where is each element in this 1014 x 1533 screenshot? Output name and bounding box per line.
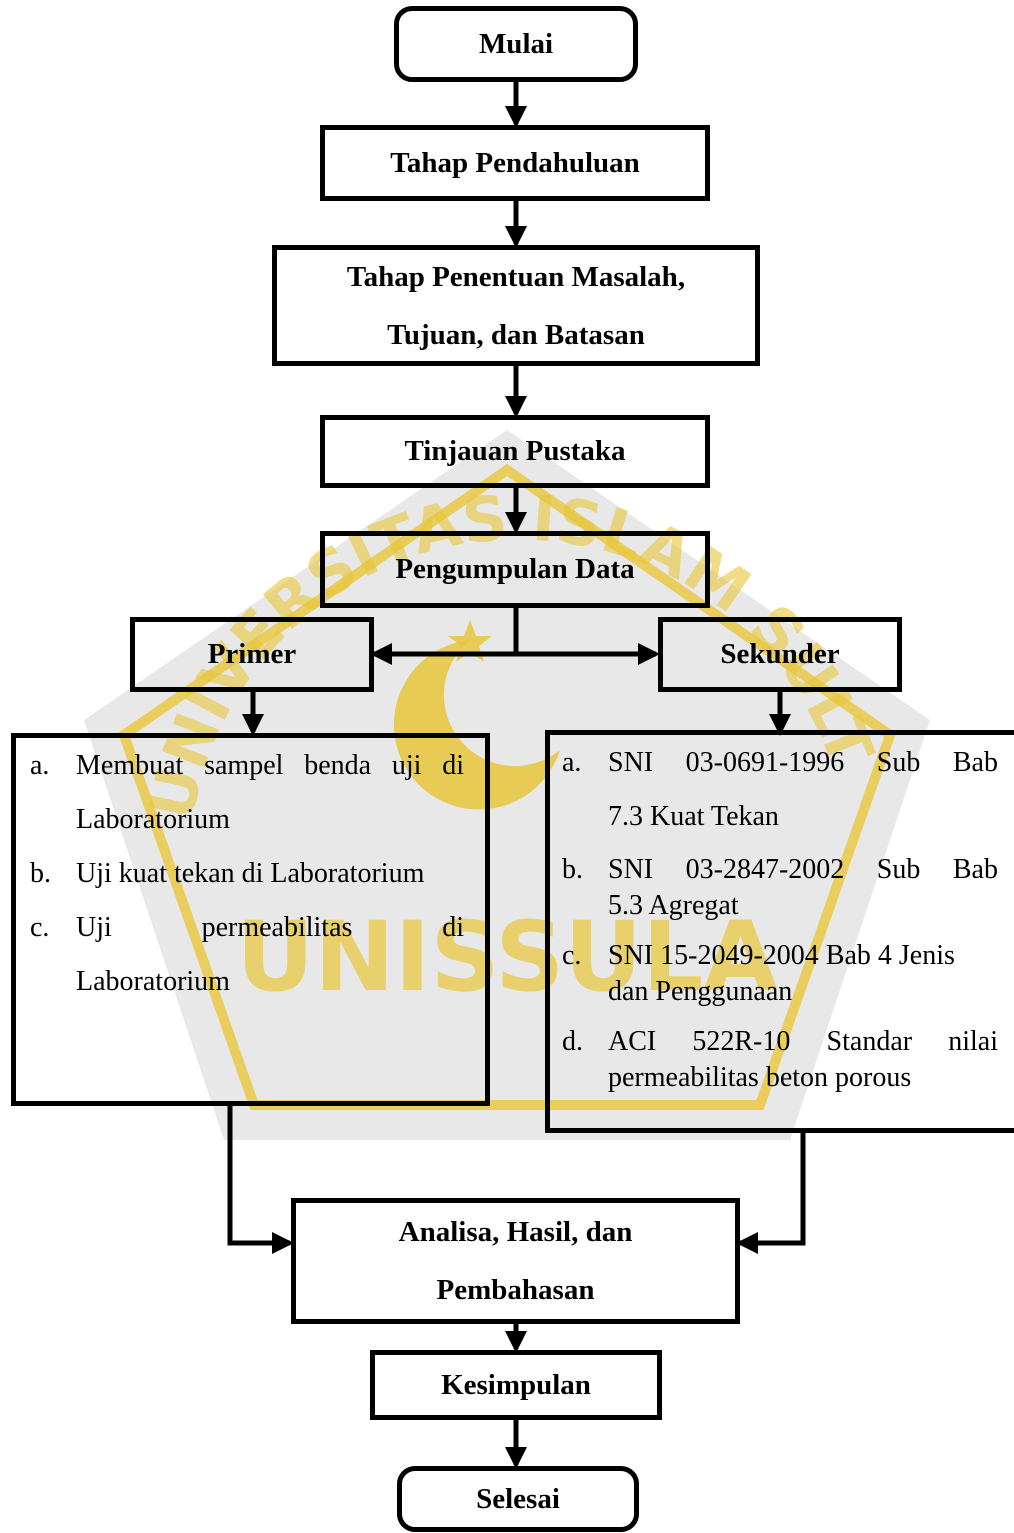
start-node: Mulai — [394, 6, 638, 82]
literature-node: Tinjauan Pustaka — [320, 415, 710, 488]
list-marker: c. — [30, 912, 50, 943]
list-marker: a. — [562, 747, 582, 778]
analysis-label-line1: Analisa, Hasil, dan — [398, 1216, 633, 1248]
arrow-primary-analysis — [227, 1104, 294, 1254]
conclusion-label: Kesimpulan — [441, 1368, 591, 1401]
list-item: c. Uji permeabilitas di Laboratorium — [30, 901, 464, 1009]
collection-node: Pengumpulan Data — [320, 531, 710, 608]
problem-label-line1: Tahap Penentuan Masalah, — [346, 260, 686, 293]
primary-node: Primer — [130, 617, 374, 692]
list-item-text: permeabilitas beton porous — [608, 1062, 912, 1093]
list-item: a. Membuat sampel benda uji di Laborator… — [30, 739, 464, 847]
list-item-text: SNI 15-2049-2004 Bab 4 Jenis — [608, 940, 955, 971]
list-item: d. ACI 522R-10 Standar nilai permeabilit… — [562, 1010, 998, 1096]
secondary-list: a. SNI 03-0691-1996 Sub Bab 7.3 Kuat Tek… — [562, 736, 998, 1096]
literature-label: Tinjauan Pustaka — [404, 435, 626, 467]
secondary-node: Sekunder — [658, 617, 902, 692]
conclusion-node: Kesimpulan — [370, 1350, 662, 1420]
list-item-text: 5.3 Agregat — [608, 890, 739, 921]
prelim-node: Tahap Pendahuluan — [320, 125, 710, 201]
start-label: Mulai — [478, 27, 554, 60]
list-item: c. SNI 15-2049-2004 Bab 4 Jenis dan Peng… — [562, 924, 998, 1010]
analysis-node: Analisa, Hasil, dan Pembahasan — [291, 1198, 740, 1324]
collection-label: Pengumpulan Data — [395, 553, 635, 585]
list-marker: a. — [30, 750, 50, 781]
list-item-text: SNI 03-2847-2002 Sub Bab — [608, 854, 998, 885]
arrow-secondary-analysis — [736, 1132, 806, 1254]
list-item-text: Uji kuat tekan di Laboratorium — [76, 858, 425, 889]
prelim-label: Tahap Pendahuluan — [390, 146, 640, 179]
list-item: b. Uji kuat tekan di Laboratorium — [30, 847, 464, 901]
problem-node: Tahap Penentuan Masalah, Tujuan, dan Bat… — [272, 245, 760, 366]
primary-list-box — [11, 733, 490, 1106]
end-node: Selesai — [397, 1466, 639, 1532]
primary-label: Primer — [207, 638, 297, 670]
list-item-text: 7.3 Kuat Tekan — [608, 801, 779, 832]
primary-list: a. Membuat sampel benda uji di Laborator… — [30, 739, 464, 1009]
list-item-text: SNI 03-0691-1996 Sub Bab — [608, 747, 998, 778]
list-marker: b. — [30, 858, 51, 889]
list-item-text: Uji permeabilitas di — [76, 912, 464, 943]
list-item: b. SNI 03-2847-2002 Sub Bab 5.3 Agregat — [562, 844, 998, 924]
list-item-text: ACI 522R-10 Standar nilai — [608, 1026, 998, 1057]
list-marker: b. — [562, 854, 583, 885]
problem-label-line2: Tujuan, dan Batasan — [387, 318, 645, 351]
secondary-list-box — [545, 730, 1014, 1133]
list-item-text: dan Penggunaan — [608, 976, 793, 1007]
list-item: a. SNI 03-0691-1996 Sub Bab 7.3 Kuat Tek… — [562, 736, 998, 844]
analysis-label-line2: Pembahasan — [436, 1274, 595, 1306]
list-item-text: Laboratorium — [76, 804, 230, 835]
list-item-text: Laboratorium — [76, 966, 230, 997]
list-marker: c. — [562, 940, 582, 971]
secondary-label: Sekunder — [720, 638, 840, 670]
end-label: Selesai — [476, 1482, 560, 1515]
list-marker: d. — [562, 1026, 583, 1057]
list-item-text: Membuat sampel benda uji di — [76, 750, 464, 781]
